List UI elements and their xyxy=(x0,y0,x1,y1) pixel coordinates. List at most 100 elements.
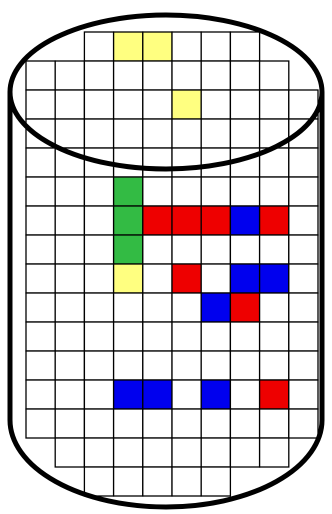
cell-empty xyxy=(26,409,55,438)
cell-empty xyxy=(26,177,55,206)
cell-empty xyxy=(26,206,55,235)
cell-green xyxy=(114,206,143,235)
cell-empty xyxy=(84,61,113,90)
cell-empty xyxy=(201,235,230,264)
cell-empty xyxy=(26,148,55,177)
cell-empty xyxy=(143,61,172,90)
cell-empty xyxy=(143,177,172,206)
cell-red xyxy=(230,293,259,322)
cell-empty xyxy=(84,322,113,351)
cell-empty xyxy=(230,322,259,351)
cell-empty xyxy=(260,177,289,206)
cell-empty xyxy=(230,90,259,119)
cell-empty xyxy=(55,293,84,322)
cell-empty xyxy=(143,235,172,264)
cell-empty xyxy=(201,438,230,467)
cell-empty xyxy=(84,380,113,409)
cell-yellow xyxy=(143,32,172,61)
cell-empty xyxy=(289,380,318,409)
cell-empty xyxy=(55,90,84,119)
cell-empty xyxy=(260,235,289,264)
cell-empty xyxy=(143,322,172,351)
cell-empty xyxy=(26,264,55,293)
cell-empty xyxy=(201,32,230,61)
cell-empty xyxy=(84,409,113,438)
cell-blue xyxy=(201,380,230,409)
cell-blue xyxy=(114,380,143,409)
cell-empty xyxy=(114,438,143,467)
cell-empty xyxy=(172,148,201,177)
cell-empty xyxy=(143,264,172,293)
cell-empty xyxy=(230,409,259,438)
cell-empty xyxy=(230,61,259,90)
cell-empty xyxy=(55,177,84,206)
cell-empty xyxy=(55,322,84,351)
cell-empty xyxy=(172,409,201,438)
cell-empty xyxy=(84,177,113,206)
cell-empty xyxy=(84,32,113,61)
cell-empty xyxy=(289,293,318,322)
cell-empty xyxy=(260,351,289,380)
cell-empty xyxy=(143,90,172,119)
cell-empty xyxy=(289,119,318,148)
cell-empty xyxy=(201,264,230,293)
cell-red xyxy=(172,206,201,235)
cell-empty xyxy=(201,90,230,119)
cell-empty xyxy=(84,293,113,322)
cell-empty xyxy=(26,235,55,264)
cell-empty xyxy=(26,380,55,409)
cell-empty xyxy=(26,351,55,380)
cell-empty xyxy=(201,119,230,148)
cell-empty xyxy=(84,119,113,148)
cell-blue xyxy=(201,293,230,322)
cell-empty xyxy=(172,351,201,380)
cell-empty xyxy=(143,351,172,380)
cell-empty xyxy=(143,293,172,322)
cell-yellow xyxy=(114,32,143,61)
cell-empty xyxy=(114,351,143,380)
cell-empty xyxy=(143,119,172,148)
cell-empty xyxy=(230,438,259,467)
cell-empty xyxy=(230,32,259,61)
cell-empty xyxy=(143,467,172,496)
cell-empty xyxy=(289,322,318,351)
cell-red xyxy=(201,206,230,235)
cell-empty xyxy=(289,264,318,293)
cell-empty xyxy=(84,438,113,467)
cell-empty xyxy=(289,148,318,177)
cell-empty xyxy=(143,438,172,467)
cell-empty xyxy=(201,409,230,438)
cell-empty xyxy=(84,351,113,380)
cell-empty xyxy=(172,32,201,61)
cell-empty xyxy=(230,235,259,264)
cell-empty xyxy=(114,119,143,148)
board-cells xyxy=(26,32,318,496)
cell-empty xyxy=(84,467,113,496)
cell-empty xyxy=(201,322,230,351)
cell-empty xyxy=(55,351,84,380)
cell-empty xyxy=(260,61,289,90)
cell-empty xyxy=(114,90,143,119)
cell-empty xyxy=(114,322,143,351)
cell-empty xyxy=(172,438,201,467)
cell-empty xyxy=(55,264,84,293)
cell-empty xyxy=(114,293,143,322)
cell-empty xyxy=(201,61,230,90)
cell-empty xyxy=(172,235,201,264)
cell-red xyxy=(172,264,201,293)
cell-empty xyxy=(114,409,143,438)
cell-empty xyxy=(172,293,201,322)
cell-empty xyxy=(26,322,55,351)
cell-red xyxy=(260,380,289,409)
cell-empty xyxy=(201,467,230,496)
cell-empty xyxy=(230,177,259,206)
cell-empty xyxy=(114,61,143,90)
cell-red xyxy=(143,206,172,235)
cell-empty xyxy=(289,351,318,380)
cell-green xyxy=(114,177,143,206)
cell-empty xyxy=(114,148,143,177)
cell-empty xyxy=(84,90,113,119)
cell-empty xyxy=(172,119,201,148)
cell-empty xyxy=(143,148,172,177)
